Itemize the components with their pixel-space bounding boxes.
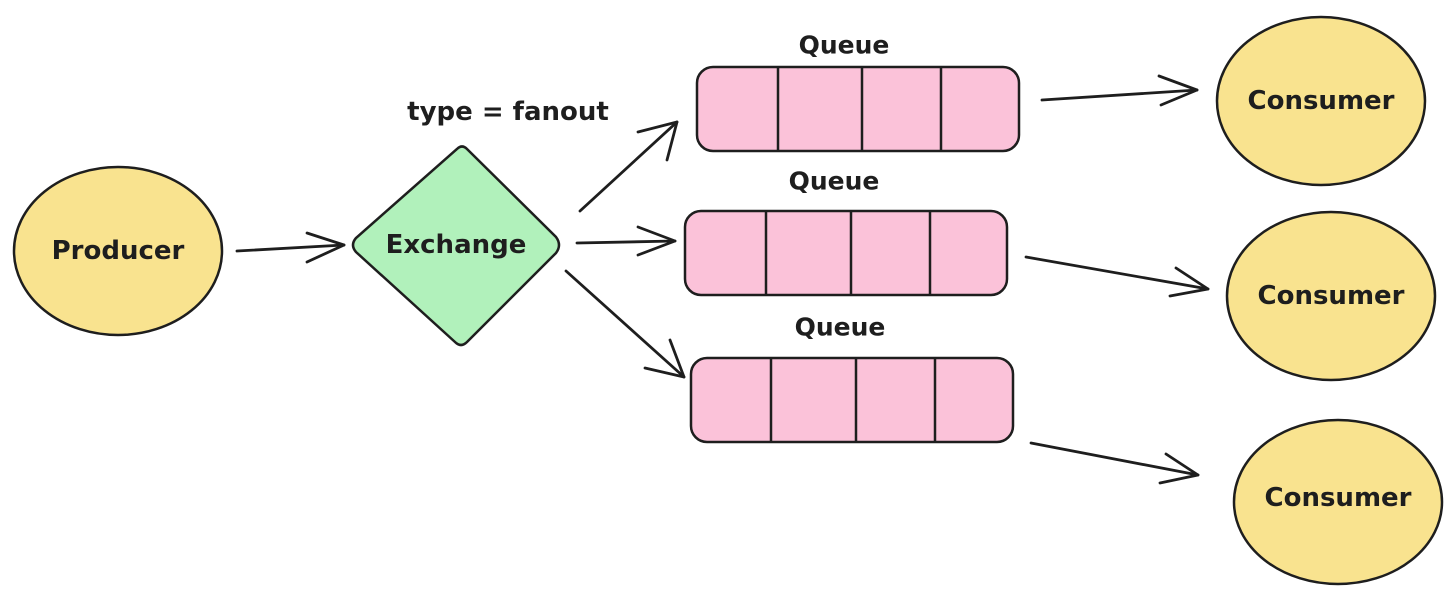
arrow-queue-2-to-consumer-2: [1024, 255, 1210, 298]
consumer-label: Consumer: [1265, 483, 1412, 513]
consumer-shape: [1225, 210, 1437, 382]
queue-3: Queue: [689, 313, 1015, 444]
arrow-line: [564, 269, 686, 379]
exchange-type-label: type = fanout: [407, 97, 609, 127]
arrow-line: [1040, 88, 1199, 102]
consumer-label: Consumer: [1248, 86, 1395, 116]
consumer-3: Consumer: [1232, 418, 1444, 586]
consumer-label: Consumer: [1258, 281, 1405, 311]
exchange-label: Exchange: [386, 230, 527, 260]
exchange-node: Exchange: [351, 145, 561, 347]
arrow-exchange-to-queue-2: [575, 225, 677, 257]
queue-body: [683, 209, 1009, 297]
arrow-line: [235, 243, 346, 253]
producer-label: Producer: [52, 236, 185, 266]
arrow-line: [575, 239, 677, 245]
exchange-shape: [351, 145, 561, 347]
arrow-line: [1024, 255, 1210, 291]
arrow-line: [1029, 441, 1200, 477]
arrow-head: [636, 225, 677, 257]
arrow-producer-to-exchange: [235, 231, 346, 264]
queue-body: [695, 65, 1021, 153]
arrow-queue-1-to-consumer-1: [1040, 74, 1199, 107]
consumer-shape: [1215, 15, 1427, 187]
producer-shape: [12, 165, 224, 337]
arrow-head: [1168, 266, 1210, 298]
queue-1: Queue: [695, 31, 1021, 153]
producer-node: Producer: [12, 165, 224, 337]
arrow-head: [305, 231, 346, 264]
queue-title: Queue: [799, 31, 890, 60]
queue-title: Queue: [789, 167, 880, 196]
consumer-shape: [1232, 418, 1444, 586]
arrow-exchange-to-queue-1: [578, 120, 679, 213]
arrow-line: [578, 120, 679, 213]
queue-body: [689, 356, 1015, 444]
arrow-head: [1157, 74, 1199, 107]
arrow-head: [643, 338, 686, 379]
queue-title: Queue: [795, 313, 886, 342]
consumer-1: Consumer: [1215, 15, 1427, 187]
consumer-2: Consumer: [1225, 210, 1437, 382]
arrow-head: [1158, 452, 1200, 485]
arrow-queue-3-to-consumer-3: [1029, 441, 1200, 485]
arrow-exchange-to-queue-3: [564, 269, 686, 379]
queue-2: Queue: [683, 167, 1009, 297]
arrow-head: [636, 120, 679, 162]
